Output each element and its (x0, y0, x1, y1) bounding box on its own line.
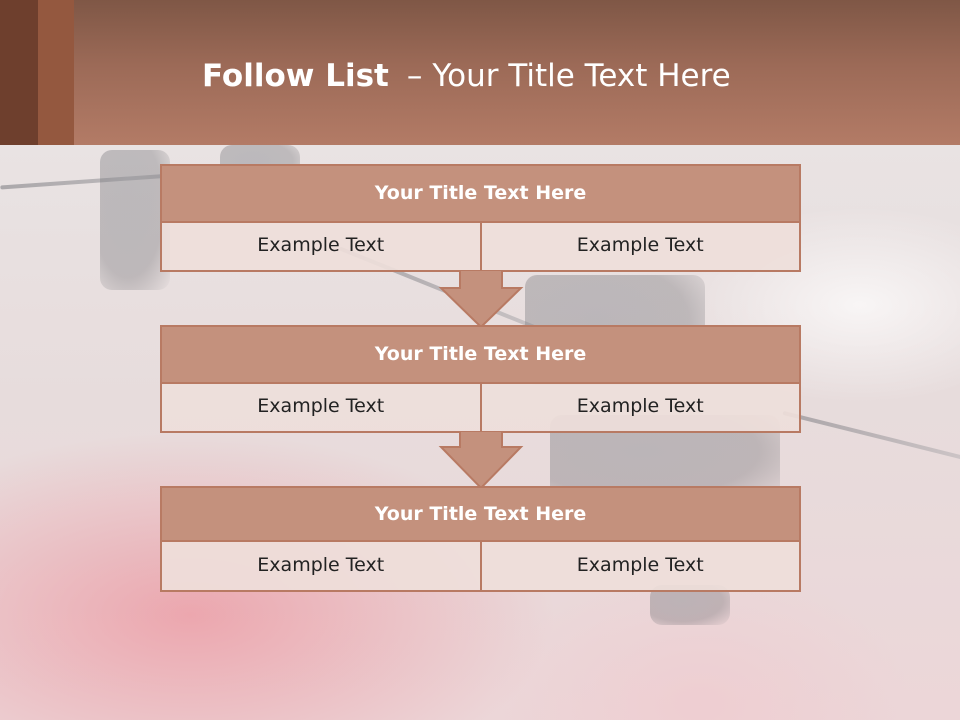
background-bracket (100, 150, 170, 290)
background-wire (782, 410, 960, 464)
list-block: Your Title Text Here Example Text Exampl… (160, 486, 801, 592)
block-row: Example Text Example Text (160, 384, 801, 433)
block-cell-left: Example Text (162, 384, 482, 431)
block-row: Example Text Example Text (160, 542, 801, 592)
page-title-rest: Your Title Text Here (432, 58, 731, 94)
block-cell-right: Example Text (481, 223, 799, 270)
block-cell-left: Example Text (162, 223, 482, 270)
block-cell-right: Example Text (481, 384, 799, 431)
list-block: Your Title Text Here Example Text Exampl… (160, 164, 801, 272)
header-accent-stripe (0, 0, 38, 145)
header-band: Follow List–Your Title Text Here (0, 0, 960, 145)
page-title-bold: Follow List (202, 58, 389, 94)
down-arrow-icon (438, 431, 524, 490)
block-title: Your Title Text Here (160, 486, 801, 542)
page-title: Follow List–Your Title Text Here (202, 52, 731, 100)
block-title: Your Title Text Here (160, 325, 801, 384)
list-block: Your Title Text Here Example Text Exampl… (160, 325, 801, 433)
page-title-separator: – (406, 58, 423, 94)
down-arrow-icon (438, 270, 524, 329)
block-cell-right: Example Text (481, 542, 799, 590)
header-accent-stripe (38, 0, 74, 145)
block-title: Your Title Text Here (160, 164, 801, 223)
block-cell-left: Example Text (162, 542, 482, 590)
block-row: Example Text Example Text (160, 223, 801, 272)
